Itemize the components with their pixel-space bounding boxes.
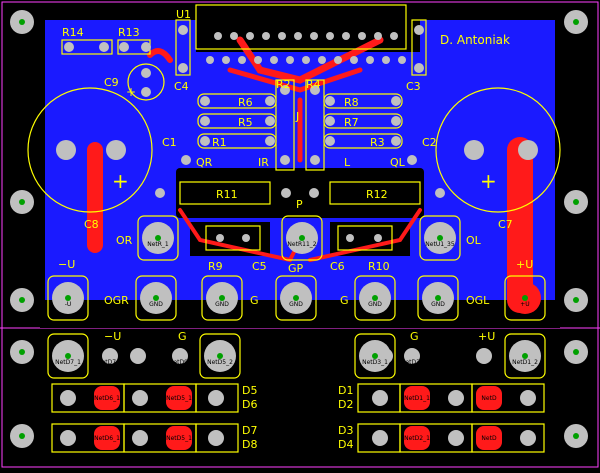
label-g-3: G xyxy=(410,330,419,343)
pad-net-d5-1: NetD5_1 xyxy=(166,395,192,402)
label-r4: R4 xyxy=(306,78,321,91)
pad-net-d6-1: NetD6_1 xyxy=(94,395,120,402)
label-d6: D6 xyxy=(242,398,257,411)
pad-gnd-3: GND xyxy=(289,301,303,308)
top-copper-layer xyxy=(87,36,533,313)
label-c9: C9 xyxy=(104,76,119,89)
label-r2: R2 xyxy=(276,78,291,91)
label-d2: D2 xyxy=(338,398,353,411)
silkscreen-text: D. Antoniak U1 R14 R13 C9 C4 C3 R2 R4 R6… xyxy=(58,8,533,451)
mounting-holes xyxy=(10,10,588,448)
pad-gnd-2: GND xyxy=(215,301,229,308)
pad-gnd-1: GND xyxy=(149,301,163,308)
terminal-outlines xyxy=(47,215,546,379)
pad-net-d: NetD xyxy=(481,395,497,402)
label-r12: R12 xyxy=(366,188,388,201)
svg-text:+: + xyxy=(126,85,136,99)
u1-pins xyxy=(206,32,406,64)
polarity-marks: + + + xyxy=(112,85,497,193)
label-j: J xyxy=(295,110,299,123)
label-d3: D3 xyxy=(338,424,353,437)
label-g-2: G xyxy=(178,330,187,343)
pad-net-labels: NetR_1 NetR11_2 NetU1_35 -U GND GND GND … xyxy=(55,241,538,442)
label-minus-u: −U xyxy=(58,258,75,271)
label-c3: C3 xyxy=(406,80,421,93)
label-ol: OL xyxy=(466,234,482,247)
pad-net-d1-1: NetD1_1 xyxy=(404,395,430,402)
u1-outline xyxy=(195,4,407,50)
pad-net-d9: NetD9_ xyxy=(169,359,192,366)
pad-net-d5-2: NetD5_2 xyxy=(207,359,233,366)
pad-net-d2-1: NetD2_1 xyxy=(404,435,430,442)
terminal-drills xyxy=(65,235,528,359)
label-c7: C7 xyxy=(498,218,513,231)
pad-net-d7-1: NetD7_1 xyxy=(55,359,81,366)
label-ir: IR xyxy=(258,156,269,169)
label-g-left: G xyxy=(250,294,259,307)
label-r11: R11 xyxy=(216,188,238,201)
pad-gnd-5: GND xyxy=(431,301,445,308)
pad-net-d7-2: NetD7_2 xyxy=(97,359,123,366)
label-d4: D4 xyxy=(338,438,353,451)
label-r5: R5 xyxy=(238,116,253,129)
pad-plus-u: +U xyxy=(520,301,529,308)
label-c2: C2 xyxy=(422,136,437,149)
label-u1: U1 xyxy=(176,8,191,21)
pad-net-d1-2: NetD1_2 xyxy=(512,359,538,366)
label-d8: D8 xyxy=(242,438,257,451)
label-ogl: OGL xyxy=(466,294,490,307)
label-r14: R14 xyxy=(62,26,84,39)
label-plus-u-2: +U xyxy=(478,330,495,343)
label-d1: D1 xyxy=(338,384,353,397)
label-d7: D7 xyxy=(242,424,257,437)
label-p: P xyxy=(296,198,303,211)
label-r1: R1 xyxy=(212,136,227,149)
label-c4: C4 xyxy=(174,80,189,93)
label-l: L xyxy=(344,156,351,169)
label-r13: R13 xyxy=(118,26,140,39)
pad-net-u1: NetU1_35 xyxy=(425,241,455,248)
pad-net-d3-1: NetD3_1 xyxy=(362,359,388,366)
svg-text:+: + xyxy=(480,169,497,193)
pad-net-r: NetR_1 xyxy=(147,241,169,248)
pad-minus-u: -U xyxy=(65,301,72,308)
resistor-outlines xyxy=(61,19,427,251)
label-ogr: OGR xyxy=(104,294,129,307)
label-r8: R8 xyxy=(344,96,359,109)
label-qr: QR xyxy=(196,156,213,169)
label-or: OR xyxy=(116,234,133,247)
author-label: D. Antoniak xyxy=(440,33,510,47)
label-plus-u: +U xyxy=(516,258,533,271)
pad-net-d5-1-b: NetD5_1 xyxy=(166,435,192,442)
label-g-right: G xyxy=(340,294,349,307)
svg-text:+: + xyxy=(112,169,129,193)
label-c6: C6 xyxy=(330,260,345,273)
label-c8: C8 xyxy=(84,218,99,231)
label-r10: R10 xyxy=(368,260,390,273)
capacitor-outlines xyxy=(27,63,561,213)
pad-gnd-4: GND xyxy=(368,301,382,308)
smd-pads xyxy=(94,386,502,450)
pad-net-d3-2: NetD3_ xyxy=(401,359,424,366)
label-r6: R6 xyxy=(238,96,253,109)
label-c5: C5 xyxy=(252,260,267,273)
pad-net-d6-1-b: NetD6_1 xyxy=(94,435,120,442)
label-gp: GP xyxy=(288,262,304,275)
label-ql: QL xyxy=(390,156,406,169)
pad-net-r11: NetR11_2 xyxy=(287,241,316,248)
label-c1: C1 xyxy=(162,136,177,149)
label-r3: R3 xyxy=(370,136,385,149)
label-r7: R7 xyxy=(344,116,359,129)
pad-net-d-b: NetD xyxy=(481,435,497,442)
diode-outlines xyxy=(51,383,545,453)
label-r9: R9 xyxy=(208,260,223,273)
label-minus-u-2: −U xyxy=(104,330,121,343)
label-d5: D5 xyxy=(242,384,257,397)
